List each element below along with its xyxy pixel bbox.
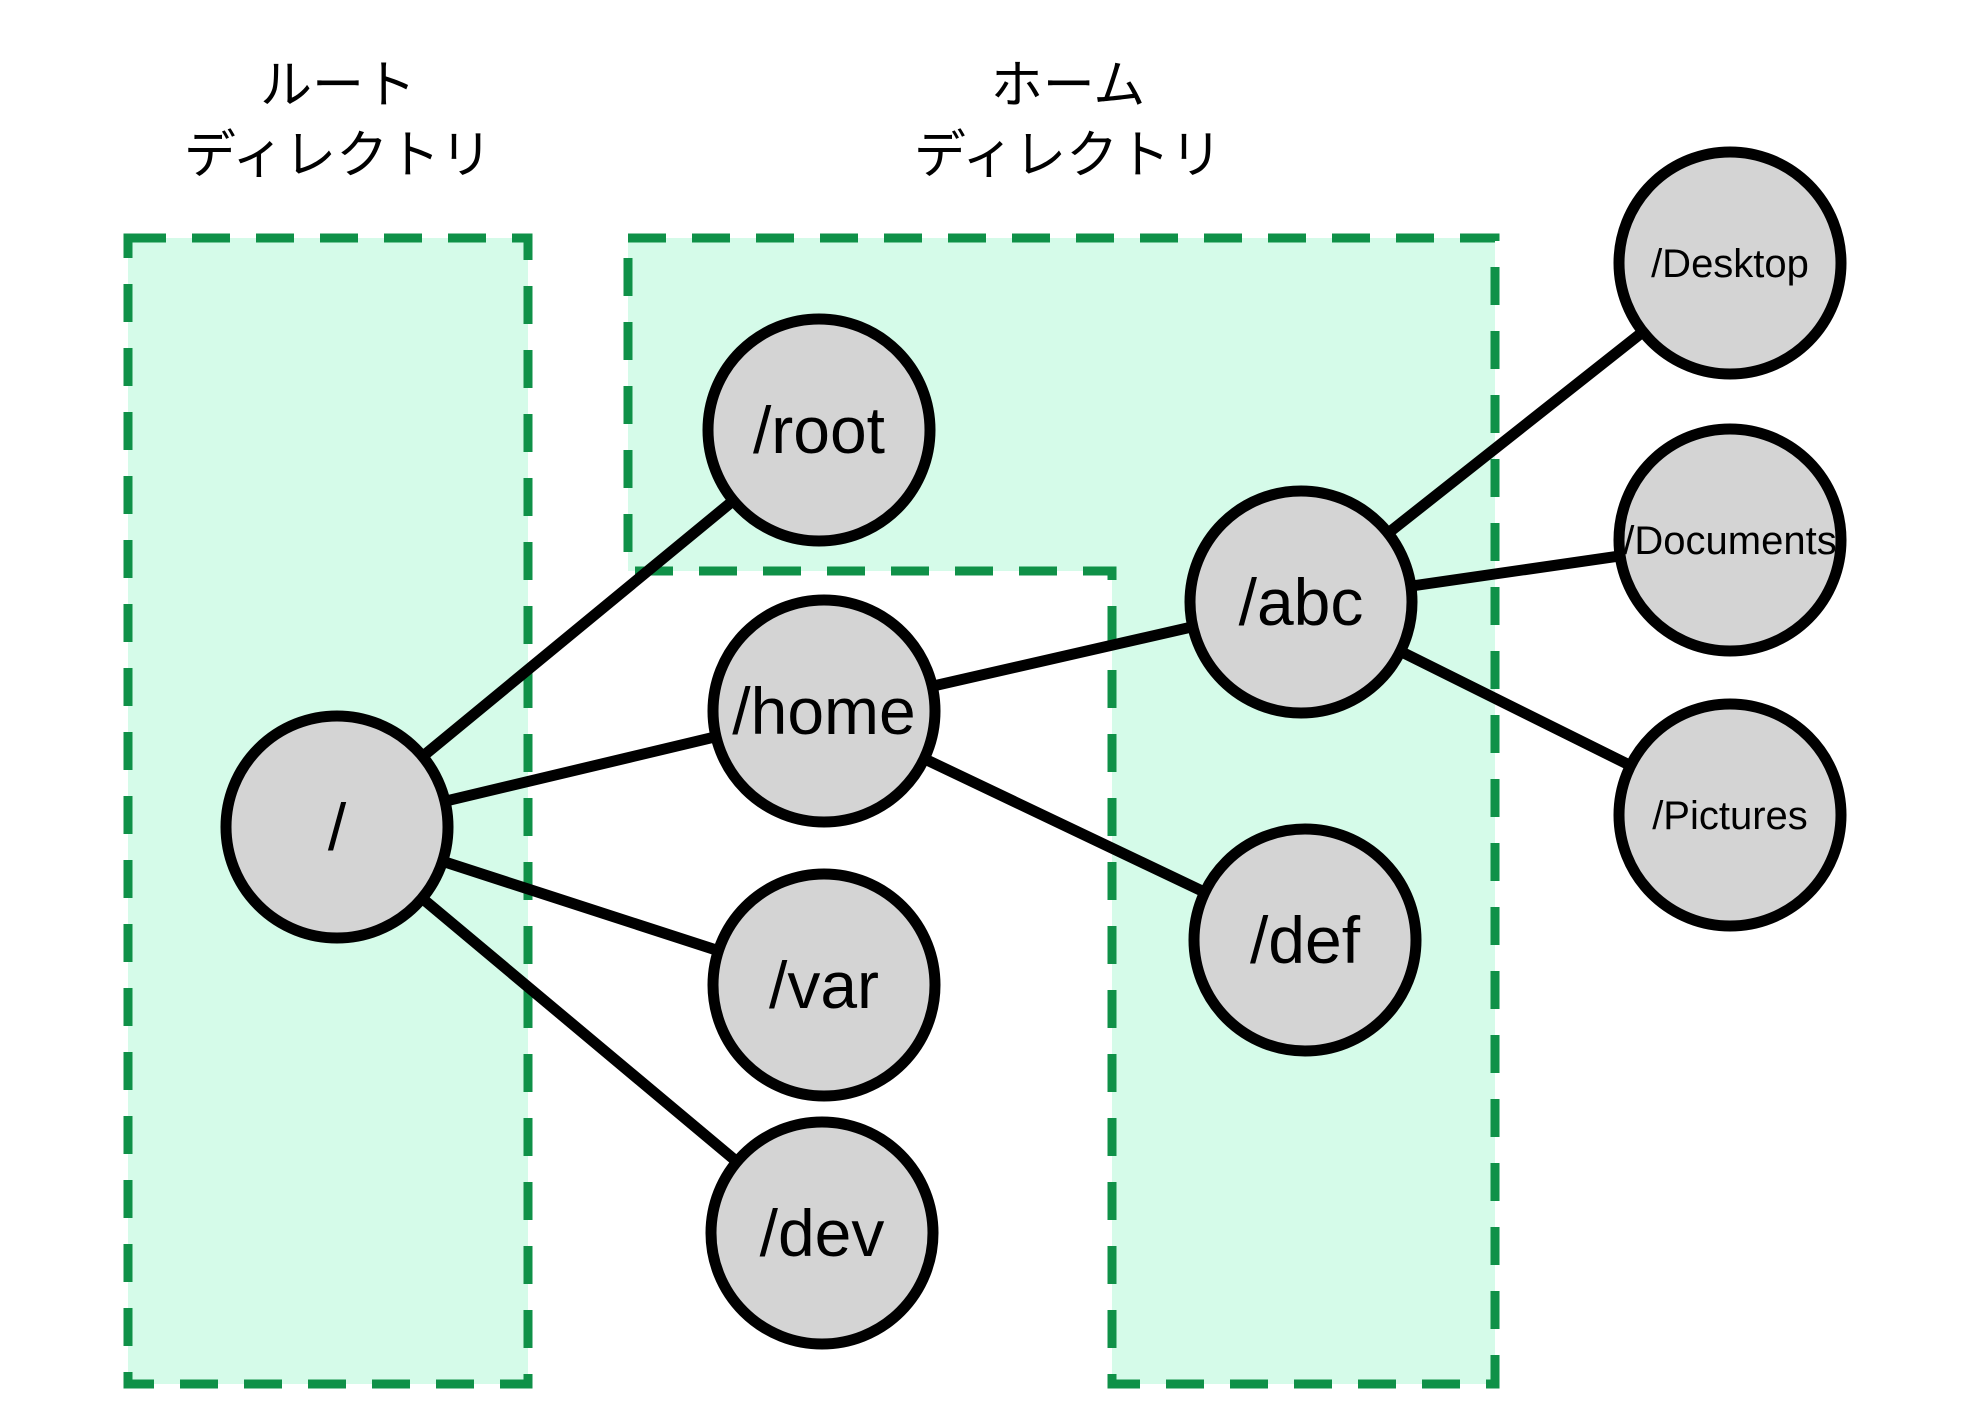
root-directory-label-line-1: ルート bbox=[260, 57, 416, 115]
node-def: /def bbox=[1188, 823, 1422, 1057]
node-def-label: /def bbox=[1250, 903, 1361, 977]
node-abc: /abc bbox=[1184, 485, 1418, 719]
node-desktop-circle bbox=[1613, 146, 1847, 380]
node-pictures-circle bbox=[1613, 698, 1847, 932]
node-slash: / bbox=[220, 710, 454, 944]
node-desktop: /Desktop bbox=[1613, 146, 1847, 380]
node-def-circle bbox=[1188, 823, 1422, 1057]
node-desktop-label: /Desktop bbox=[1651, 242, 1809, 286]
root-directory-label-line-2: ディレクトリ bbox=[184, 127, 492, 185]
node-home-circle bbox=[707, 594, 941, 828]
node-home: /home bbox=[707, 594, 941, 828]
node-var-circle bbox=[707, 868, 941, 1102]
node-dev: /dev bbox=[705, 1116, 939, 1350]
node-root: /root bbox=[702, 313, 936, 547]
node-root-circle bbox=[702, 313, 936, 547]
node-root-label: /root bbox=[753, 393, 885, 467]
node-slash-label: / bbox=[328, 790, 347, 864]
node-dev-circle bbox=[705, 1116, 939, 1350]
node-var: /var bbox=[707, 868, 941, 1102]
nodes-layer: / /root/home/var/dev/abc/def/Desktop/Docu… bbox=[220, 146, 1847, 1350]
node-abc-circle bbox=[1184, 485, 1418, 719]
node-dev-label: /dev bbox=[760, 1196, 885, 1270]
node-abc-label: /abc bbox=[1239, 565, 1364, 639]
home-directory-label-line-2: ディレクトリ bbox=[914, 127, 1222, 185]
node-var-label: /var bbox=[769, 948, 879, 1022]
node-slash-circle bbox=[220, 710, 454, 944]
node-home-label: /home bbox=[732, 674, 915, 748]
node-documents-circle bbox=[1613, 423, 1847, 657]
home-directory-label-line-1: ホーム bbox=[991, 57, 1145, 115]
node-documents: /Documents bbox=[1613, 423, 1847, 657]
node-pictures-label: /Pictures bbox=[1652, 794, 1808, 838]
node-pictures: /Pictures bbox=[1613, 698, 1847, 932]
node-documents-label: /Documents bbox=[1623, 519, 1836, 563]
